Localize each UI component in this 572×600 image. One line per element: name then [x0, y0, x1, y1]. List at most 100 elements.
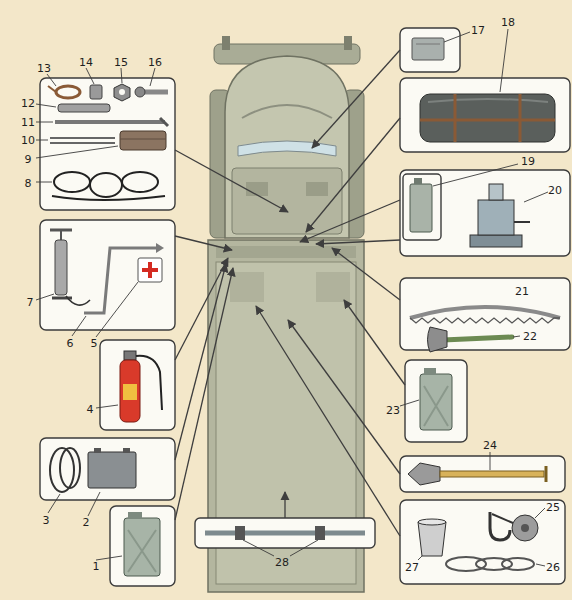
- right-side-tools: [428, 327, 448, 352]
- right-side-tools: [440, 471, 544, 477]
- hose-battery: [60, 448, 80, 488]
- placement-arrow: [306, 118, 400, 232]
- leader-line: [36, 294, 54, 300]
- callout-number: 12: [21, 98, 35, 109]
- callout-box: [400, 170, 570, 256]
- placement-arrow: [288, 320, 400, 474]
- truck-top-view: [316, 272, 350, 302]
- truck-top-view: [225, 56, 349, 238]
- callout-number: 14: [79, 57, 93, 68]
- right-side-tools: [545, 466, 548, 482]
- callout-box: [100, 340, 175, 430]
- right-side-tools: [410, 307, 560, 318]
- leader-line: [88, 492, 100, 516]
- fire-extinguisher: [136, 356, 162, 410]
- right-side-tools: [410, 318, 560, 323]
- hand-tools: [48, 84, 168, 200]
- leader-line: [36, 140, 48, 141]
- jerry-can: [424, 368, 436, 375]
- leader-line: [47, 74, 56, 86]
- truck-top-view: [238, 141, 336, 156]
- leader-line: [36, 122, 53, 123]
- pump-crank-first-aid: [142, 262, 158, 278]
- leader-line: [36, 146, 118, 158]
- callout-number: 28: [275, 557, 289, 568]
- callout-box: [40, 28, 570, 586]
- leader-line: [535, 508, 545, 518]
- hand-tools: [50, 138, 115, 143]
- placement-arrow: [175, 50, 405, 536]
- pump-crank-first-aid: [66, 296, 90, 305]
- placement-arrow: [175, 264, 226, 460]
- callout-number: 20: [548, 185, 562, 196]
- leader-line: [96, 405, 118, 408]
- callout-number: 27: [405, 562, 419, 573]
- right-side-tools: [443, 337, 512, 340]
- placement-arrow: [300, 200, 400, 242]
- right-side-tools: [521, 524, 529, 532]
- fire-extinguisher: [123, 384, 137, 400]
- hand-tools: [56, 86, 80, 98]
- hand-tools: [119, 89, 125, 95]
- right-side-tools: [410, 184, 432, 232]
- jerry-can: [124, 368, 452, 576]
- callout-number: 17: [471, 25, 485, 36]
- callout-number: 3: [43, 515, 50, 526]
- leader-line: [500, 29, 508, 92]
- hand-tools: [58, 104, 110, 112]
- pump-crank-first-aid: [156, 243, 164, 253]
- callout-number: 13: [37, 63, 51, 74]
- right-side-tools: [489, 184, 503, 200]
- right-side-tools: [416, 44, 440, 45]
- pump-crank-first-aid: [60, 230, 62, 240]
- callout-box: [195, 518, 375, 548]
- right-side-tools: [514, 221, 530, 223]
- placement-arrow: [344, 300, 405, 385]
- callout-number: 19: [521, 156, 535, 167]
- leader-line: [36, 29, 548, 566]
- callout-number: 7: [27, 297, 34, 308]
- truck-top-view: [232, 168, 342, 234]
- leader-line: [96, 282, 138, 337]
- callout-number: 5: [91, 338, 98, 349]
- jerry-can: [420, 374, 452, 430]
- right-side-tools: [420, 94, 555, 142]
- hand-tools: [54, 172, 90, 192]
- jerry-can: [124, 518, 160, 576]
- placement-arrow: [256, 306, 400, 536]
- leader-line: [48, 494, 60, 513]
- callout-number: 15: [114, 57, 128, 68]
- leader-line: [243, 540, 274, 556]
- leader-line: [400, 400, 419, 406]
- leader-line: [290, 540, 318, 556]
- hand-tools: [55, 120, 165, 124]
- right-side-tools: [490, 512, 510, 540]
- leader-line: [150, 68, 155, 86]
- placement-arrow: [175, 268, 233, 520]
- right-side-tools: [418, 522, 446, 556]
- callout-number: 25: [546, 502, 560, 513]
- leader-line: [418, 556, 422, 560]
- callout-box: [405, 360, 467, 442]
- callout-number: 1: [93, 561, 100, 572]
- fire-extinguisher: [124, 351, 136, 360]
- fire-extinguisher: [120, 351, 162, 422]
- hose-battery: [88, 452, 136, 488]
- right-side-tools: [235, 526, 245, 540]
- callout-number: 16: [148, 57, 162, 68]
- callout-number: 26: [546, 562, 560, 573]
- callout-number: 8: [25, 178, 32, 189]
- callout-number: 10: [21, 135, 35, 146]
- leader-line: [490, 452, 491, 470]
- hand-tools: [122, 172, 158, 192]
- callout-number: 23: [386, 405, 400, 416]
- hand-tools: [90, 85, 102, 99]
- callout-box: [400, 500, 565, 584]
- placement-arrow: [332, 248, 400, 300]
- right-side-tools: [418, 519, 446, 525]
- callout-number: 11: [21, 117, 35, 128]
- callout-number: 22: [523, 331, 537, 342]
- placement-arrow: [316, 240, 400, 244]
- hand-tools: [90, 173, 122, 197]
- callout-box: [110, 506, 175, 586]
